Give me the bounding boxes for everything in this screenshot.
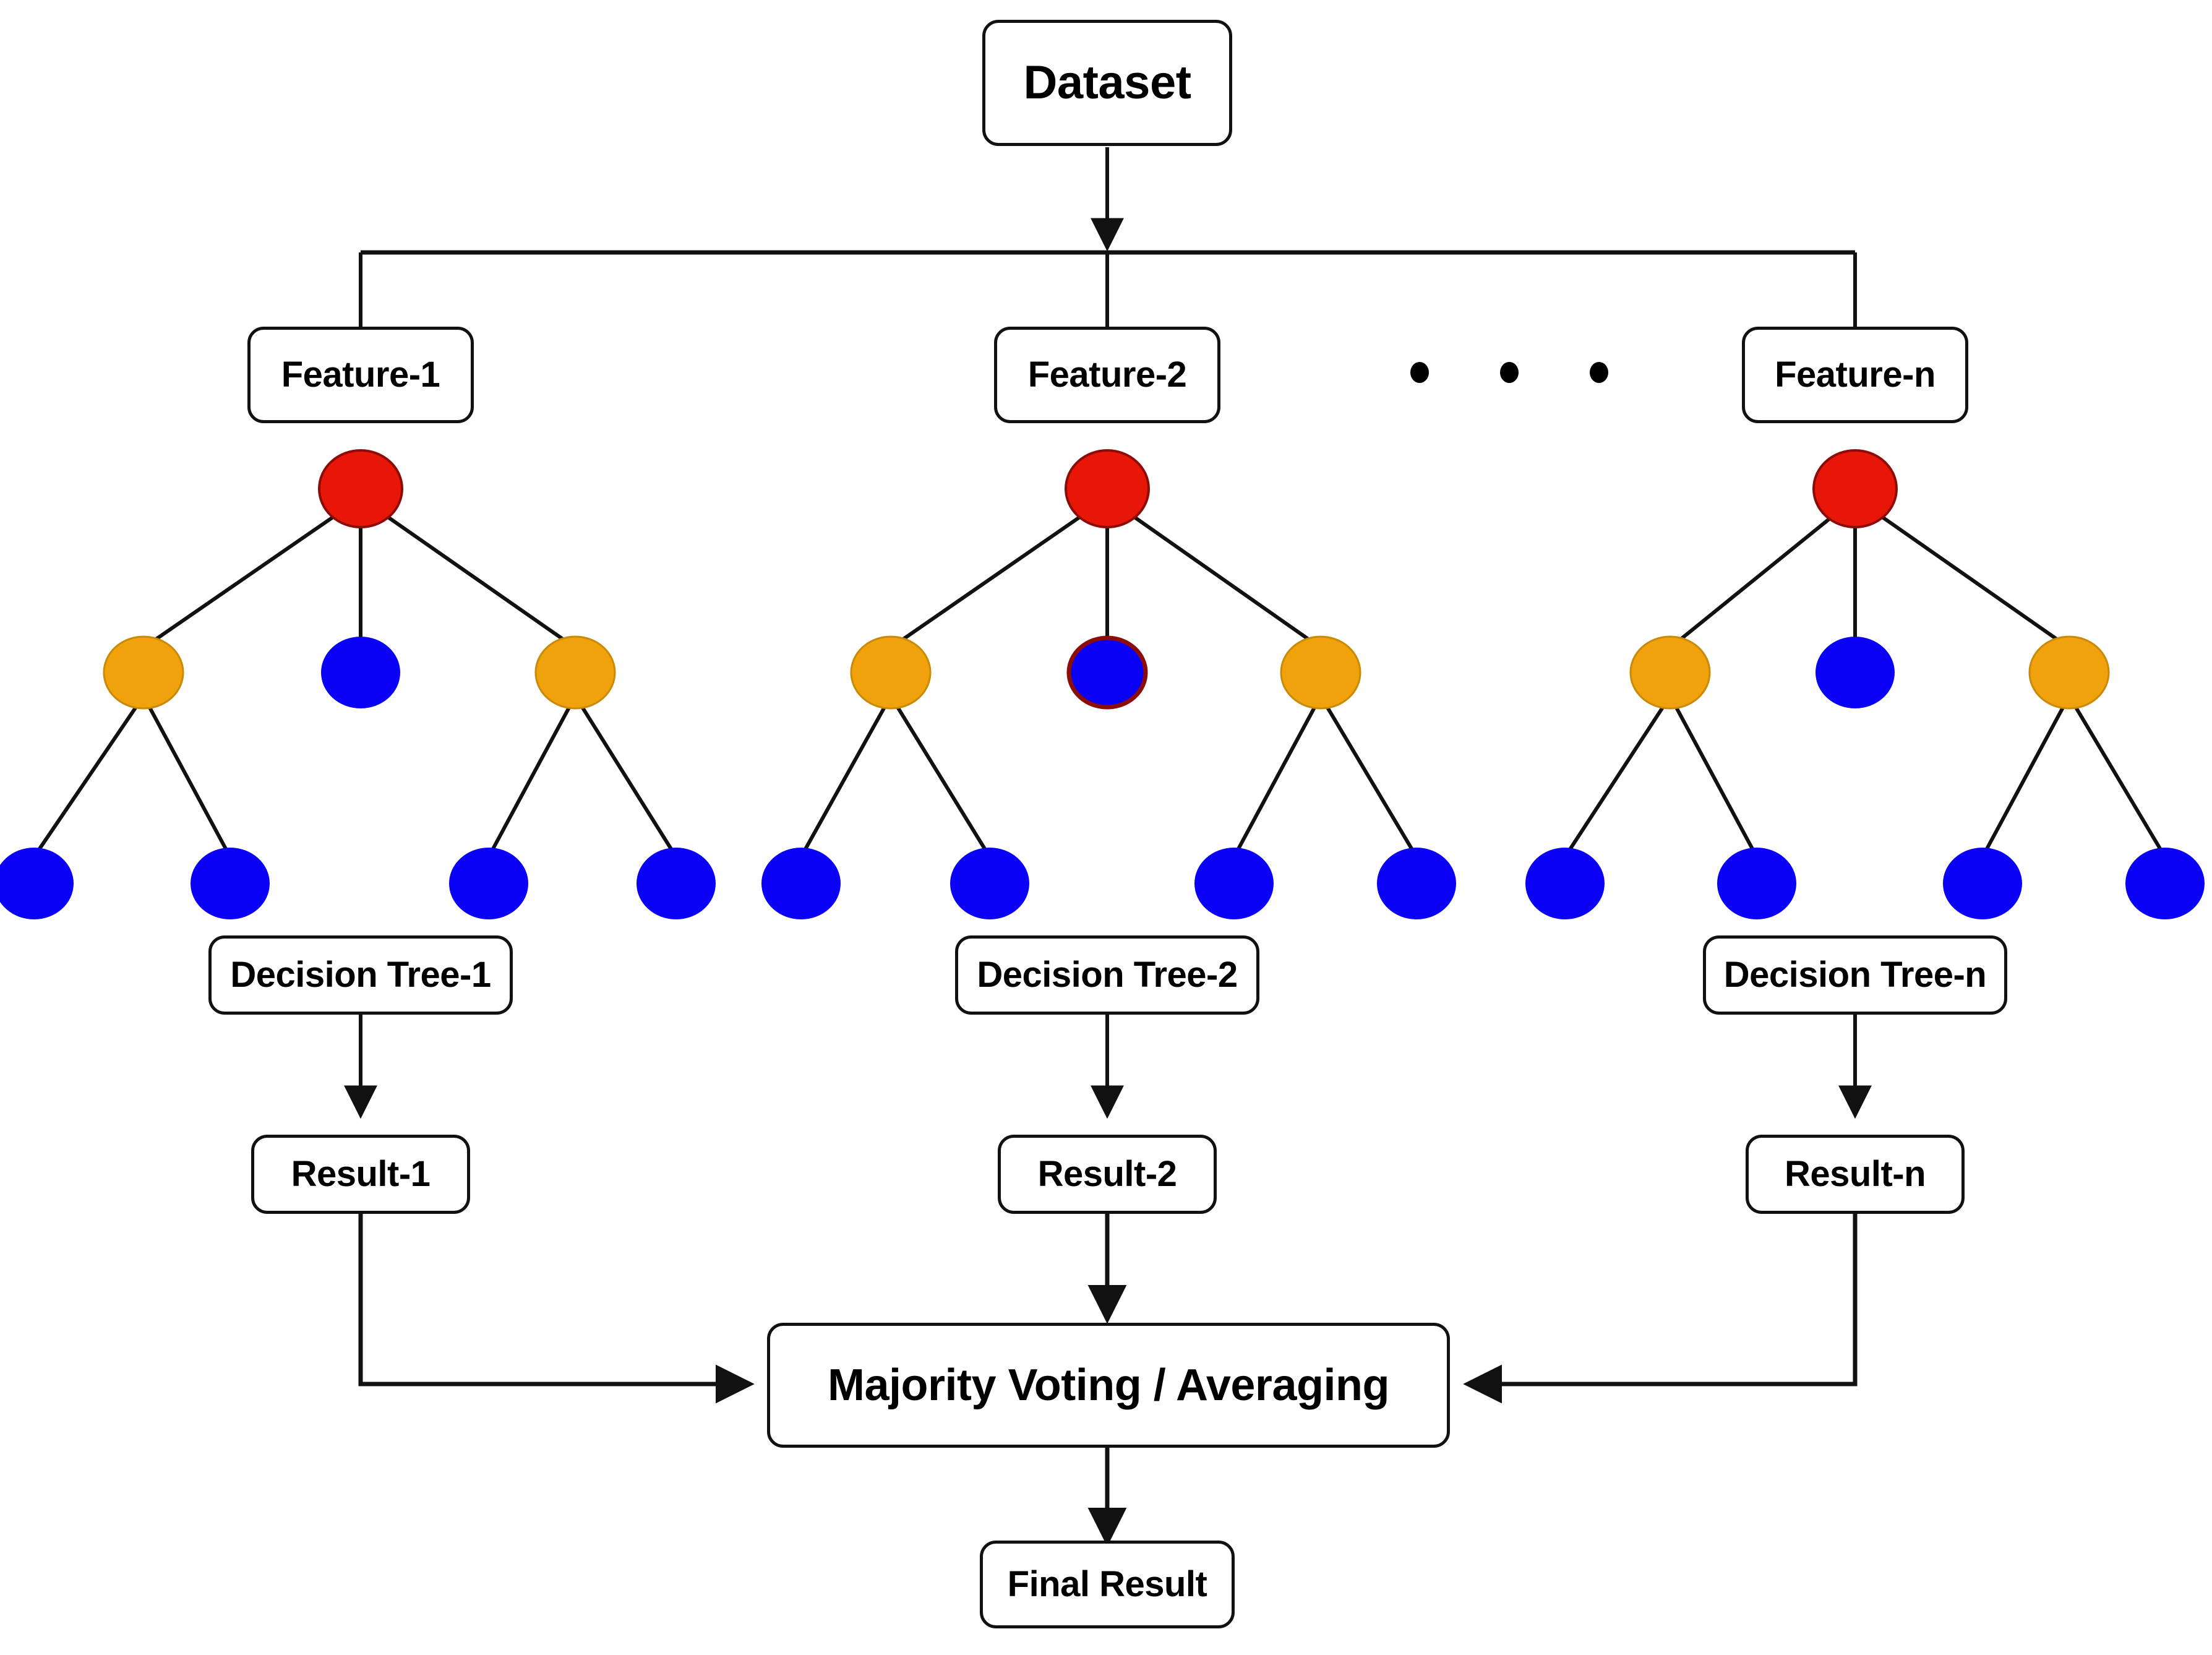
tree-2-leaf-2 bbox=[950, 848, 1029, 919]
result-1-box[interactable]: Result-1 bbox=[251, 1135, 470, 1214]
tree-2-leaf-1 bbox=[761, 848, 841, 919]
tree-n-root-node bbox=[1812, 449, 1898, 528]
tree-n-leaf-2 bbox=[1717, 848, 1796, 919]
feature-n-box[interactable]: Feature-n bbox=[1742, 327, 1968, 423]
tree-n-nodes bbox=[1525, 449, 2205, 919]
decision-tree-2-label: Decision Tree-2 bbox=[977, 955, 1238, 995]
tree-2-leaf-4 bbox=[1377, 848, 1456, 919]
dataset-box[interactable]: Dataset bbox=[982, 20, 1232, 146]
decision-tree-1-label: Decision Tree-1 bbox=[230, 955, 491, 995]
final-result-label: Final Result bbox=[1007, 1564, 1207, 1604]
tree-to-result-edges bbox=[344, 1015, 1872, 1119]
tree-n-internal-node-right bbox=[2028, 635, 2110, 710]
ellipsis-dot-2 bbox=[1500, 362, 1519, 383]
tree-1-leaf-4 bbox=[637, 848, 716, 919]
tree-1-internal-node-mid bbox=[321, 637, 400, 708]
decision-tree-1-box[interactable]: Decision Tree-1 bbox=[208, 935, 513, 1015]
result-2-label: Result-2 bbox=[1037, 1154, 1177, 1194]
tree-2-internal-node-right bbox=[1280, 635, 1361, 710]
feature-2-label: Feature-2 bbox=[1027, 355, 1187, 395]
dataset-label: Dataset bbox=[1023, 56, 1191, 109]
feature-2-box[interactable]: Feature-2 bbox=[994, 327, 1220, 423]
ellipsis-dot-3 bbox=[1590, 362, 1608, 383]
ellipsis-dot-1 bbox=[1410, 362, 1429, 383]
tree-n-internal-node-left bbox=[1629, 635, 1711, 710]
tree-n-leaf-4 bbox=[2125, 848, 2205, 919]
tree-2-nodes bbox=[761, 449, 1456, 919]
result-n-box[interactable]: Result-n bbox=[1746, 1135, 1965, 1214]
tree-2-internal-node-mid-highlighted bbox=[1066, 635, 1148, 710]
tree-2-leaf-3 bbox=[1194, 848, 1274, 919]
tree-2-internal-node-left bbox=[850, 635, 932, 710]
tree-n-internal-node-mid bbox=[1815, 637, 1895, 708]
result-n-label: Result-n bbox=[1785, 1154, 1926, 1194]
tree-1-leaf-3 bbox=[449, 848, 528, 919]
feature-n-label: Feature-n bbox=[1775, 355, 1936, 395]
feature-1-box[interactable]: Feature-1 bbox=[247, 327, 474, 423]
feature-1-label: Feature-1 bbox=[281, 355, 440, 395]
decision-tree-n-label: Decision Tree-n bbox=[1723, 955, 1987, 995]
decision-tree-2-box[interactable]: Decision Tree-2 bbox=[955, 935, 1259, 1015]
tree-1-internal-node-left bbox=[103, 635, 184, 710]
tree-2-root-node bbox=[1065, 449, 1150, 528]
edge-result1-to-voting bbox=[358, 1214, 755, 1404]
tree-1-leaf-2 bbox=[191, 848, 270, 919]
tree-n-leaf-3 bbox=[1943, 848, 2022, 919]
decision-tree-n-box[interactable]: Decision Tree-n bbox=[1703, 935, 2007, 1015]
majority-voting-box[interactable]: Majority Voting / Averaging bbox=[767, 1323, 1450, 1448]
tree-1-leaf-1 bbox=[0, 848, 74, 919]
final-result-box[interactable]: Final Result bbox=[980, 1541, 1235, 1628]
tree-n-leaf-1 bbox=[1525, 848, 1605, 919]
result-1-label: Result-1 bbox=[291, 1154, 431, 1194]
edge-resultn-to-voting bbox=[1463, 1214, 1858, 1404]
majority-voting-label: Majority Voting / Averaging bbox=[828, 1361, 1389, 1410]
tree-1-nodes bbox=[0, 449, 716, 919]
tree-1-root-node bbox=[318, 449, 403, 528]
tree-1-internal-node-right bbox=[534, 635, 616, 710]
result-to-aggregator-edges bbox=[358, 1214, 1858, 1404]
result-2-box[interactable]: Result-2 bbox=[998, 1135, 1217, 1214]
